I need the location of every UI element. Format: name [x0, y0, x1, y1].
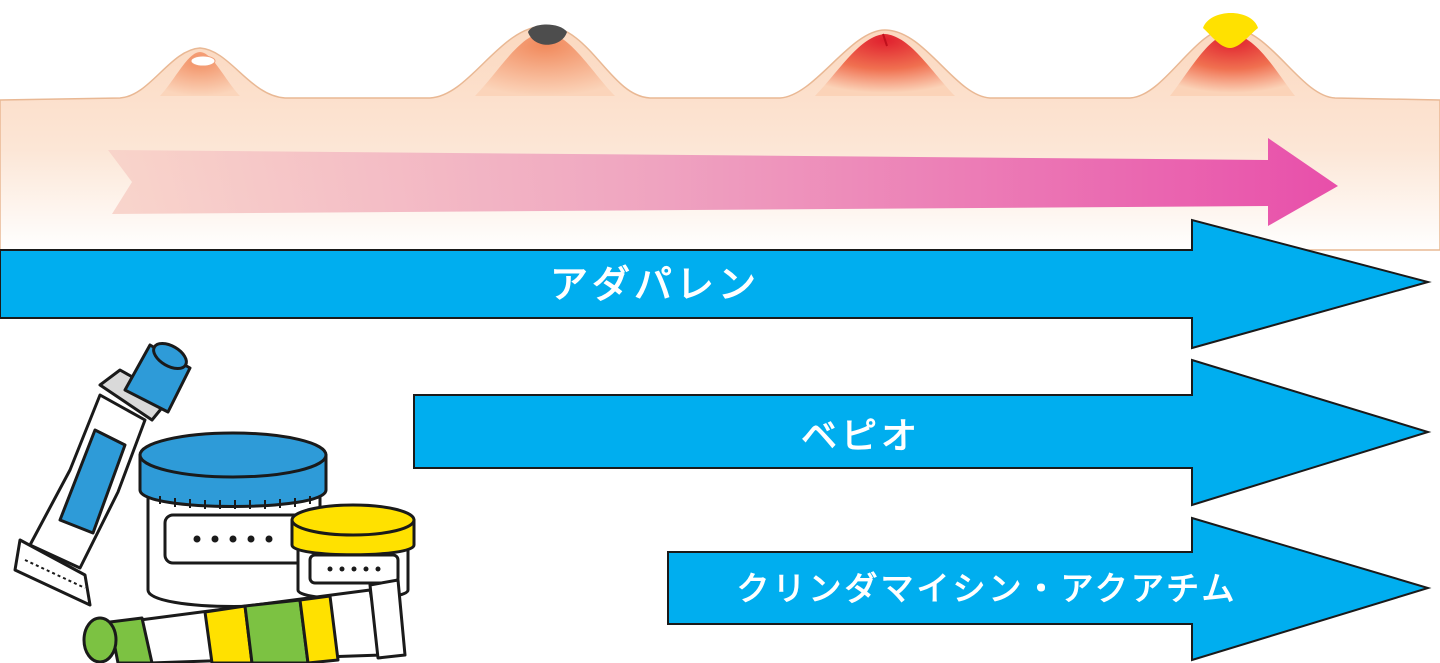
treatment-label-bepio: ベピオ: [800, 416, 922, 457]
green-tube-icon: [82, 578, 407, 663]
lesion-black-comedo: [475, 24, 615, 96]
large-jar-icon: [138, 431, 328, 608]
progression-arrow: [108, 138, 1338, 226]
treatment-arrow-1: [0, 218, 1432, 350]
treatment-arrow-3: [667, 516, 1432, 662]
treatment-label-adapalene: アダパレン: [549, 262, 761, 307]
lesion-white-comedo: [160, 52, 240, 96]
lesion-red-papule: [815, 33, 955, 96]
blue-tube-icon: [13, 342, 192, 607]
lesion-pustule: [1170, 13, 1295, 96]
treatment-arrow-2: [413, 358, 1432, 507]
treatment-label-clindamycin: クリンダマイシン・アクアチム: [736, 569, 1238, 608]
medicine-illustration: [13, 342, 416, 663]
